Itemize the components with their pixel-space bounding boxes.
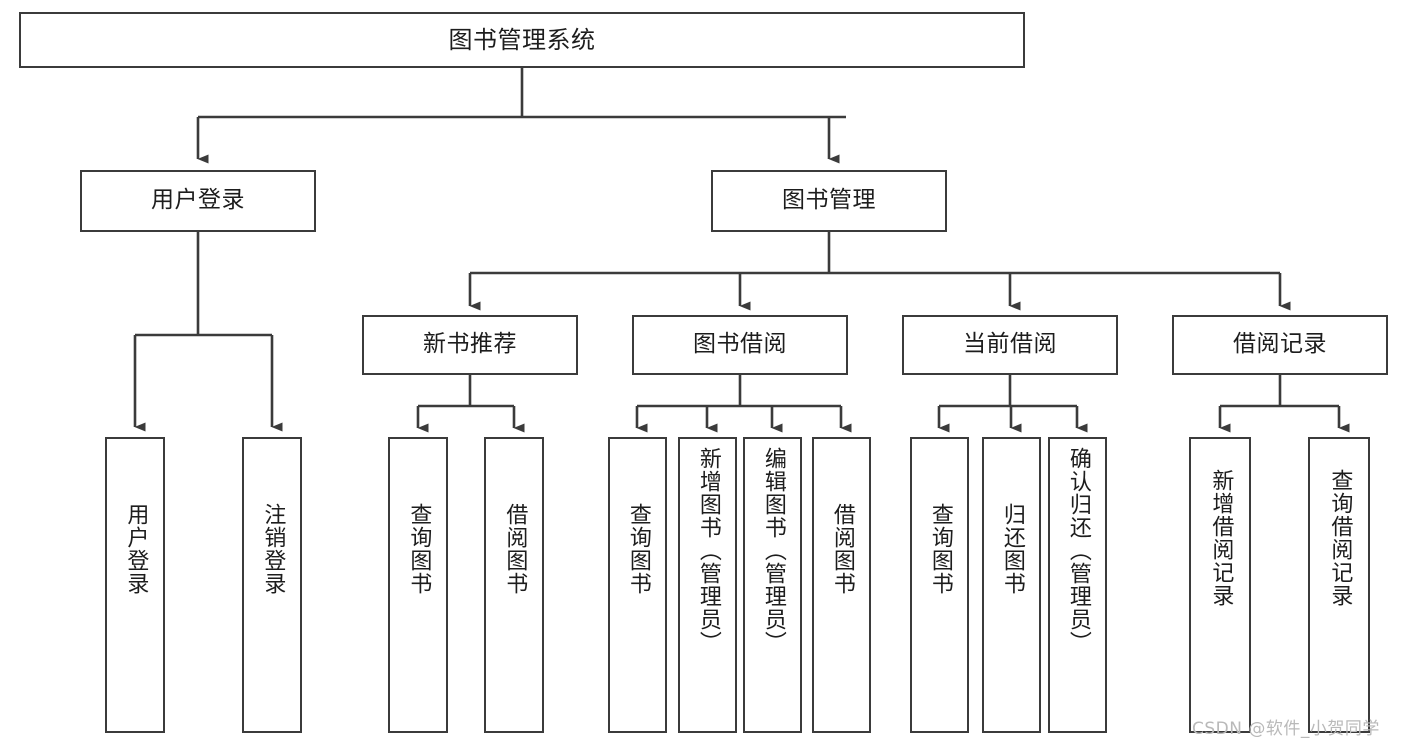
leaf-add-book-admin[interactable]: 新增图书（管理员）	[678, 437, 737, 733]
node-book-management[interactable]: 图书管理	[711, 170, 947, 232]
node-label: 借阅图书	[502, 503, 528, 595]
node-label: 借阅记录	[1233, 331, 1327, 358]
leaf-add-borrow-record[interactable]: 新增借阅记录	[1189, 437, 1251, 733]
leaf-query-book-current[interactable]: 查询图书	[910, 437, 969, 733]
node-label: 查询借阅记录	[1327, 469, 1353, 607]
leaf-query-book[interactable]: 查询图书	[608, 437, 667, 733]
leaf-confirm-return-admin[interactable]: 确认归还（管理员）	[1048, 437, 1107, 733]
node-label: 图书管理	[782, 187, 876, 214]
node-label: 当前借阅	[963, 331, 1057, 358]
leaf-user-login[interactable]: 用户登录	[105, 437, 165, 733]
csdn-watermark: CSDN @软件_小贺同学	[1192, 719, 1380, 739]
leaf-return-book[interactable]: 归还图书	[982, 437, 1041, 733]
leaf-edit-book-admin[interactable]: 编辑图书（管理员）	[743, 437, 802, 733]
node-label: 新书推荐	[423, 331, 517, 358]
leaf-borrow-book-recommend[interactable]: 借阅图书	[484, 437, 544, 733]
leaf-query-borrow-record[interactable]: 查询借阅记录	[1308, 437, 1370, 733]
node-label: 编辑图书（管理员）	[760, 447, 786, 654]
node-book-borrow[interactable]: 图书借阅	[632, 315, 848, 375]
node-label: 注销登录	[260, 503, 286, 595]
node-current-borrow[interactable]: 当前借阅	[902, 315, 1118, 375]
node-borrow-record[interactable]: 借阅记录	[1172, 315, 1388, 375]
node-label: 图书管理系统	[448, 25, 596, 54]
leaf-user-logout[interactable]: 注销登录	[242, 437, 302, 733]
node-label: 图书借阅	[693, 331, 787, 358]
node-label: 确认归还（管理员）	[1065, 447, 1091, 654]
node-label: 新增借阅记录	[1208, 469, 1234, 607]
node-label: 借阅图书	[829, 503, 855, 595]
node-label: 查询图书	[406, 503, 432, 595]
node-new-book-recommend[interactable]: 新书推荐	[362, 315, 578, 375]
leaf-query-book-recommend[interactable]: 查询图书	[388, 437, 448, 733]
node-label: 查询图书	[625, 503, 651, 595]
node-label: 归还图书	[999, 503, 1025, 595]
node-user-login[interactable]: 用户登录	[80, 170, 316, 232]
node-label: 用户登录	[151, 187, 245, 214]
leaf-borrow-book[interactable]: 借阅图书	[812, 437, 871, 733]
node-label: 查询图书	[927, 503, 953, 595]
node-root-system[interactable]: 图书管理系统	[19, 12, 1025, 68]
node-label: 用户登录	[123, 503, 149, 595]
node-label: 新增图书（管理员）	[695, 447, 721, 654]
